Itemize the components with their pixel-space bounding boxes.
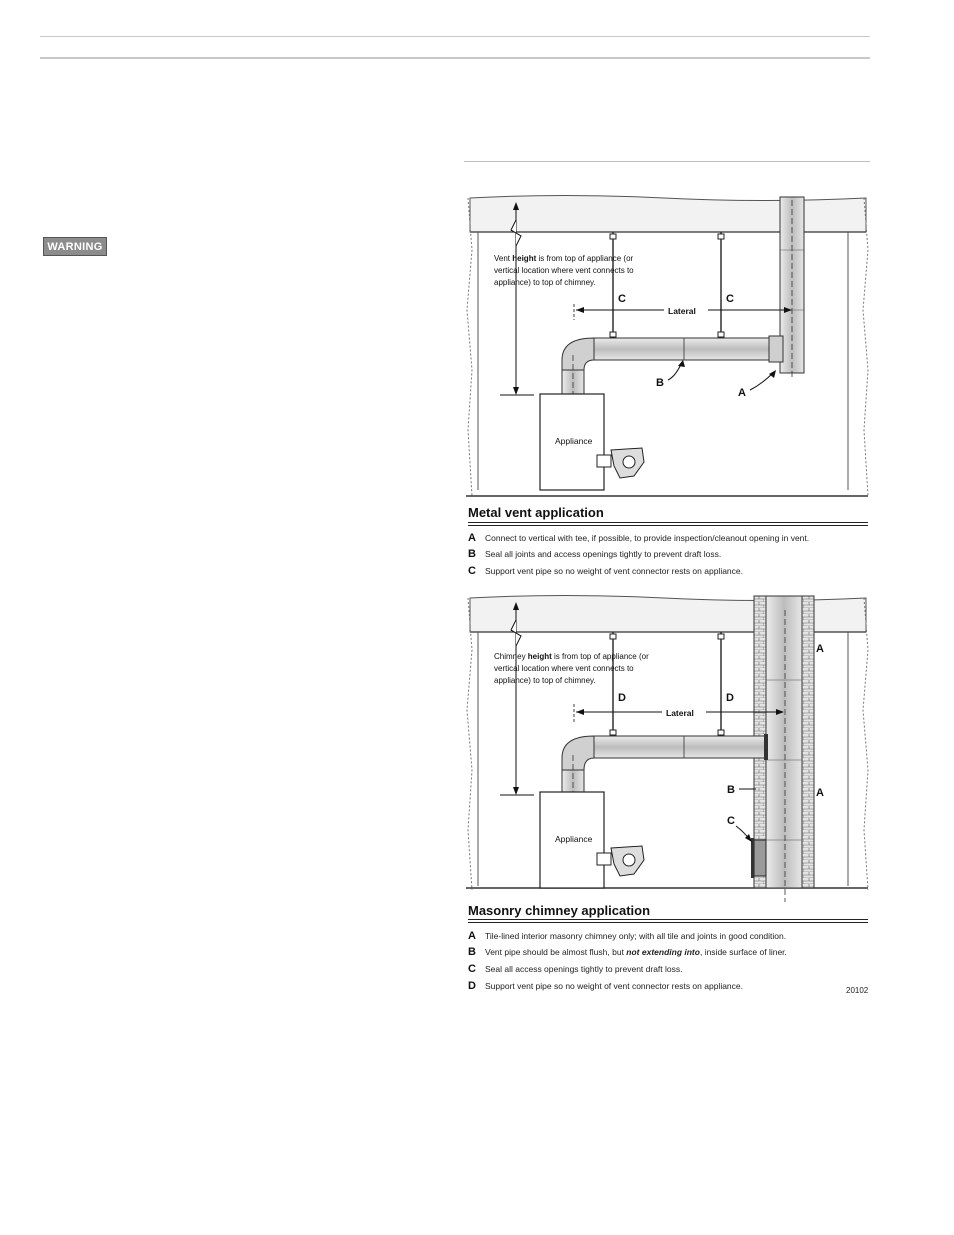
- height-note-2: Chimney height is from top of appliance …: [494, 652, 651, 685]
- right-wall: [862, 197, 869, 497]
- masonry-title-rule-2: [468, 922, 868, 923]
- support-hanger-4: [717, 632, 725, 736]
- appliance-label-1: Appliance: [555, 436, 593, 446]
- callout-a-3: A: [816, 787, 824, 799]
- lateral-vent-pipe-2: [593, 735, 767, 759]
- ceiling: [469, 195, 867, 233]
- callout-c-1: C: [618, 293, 626, 305]
- appliance-label-2: Appliance: [555, 834, 593, 844]
- callout-a-2: A: [816, 643, 824, 655]
- callout-d-2: D: [726, 692, 734, 704]
- metal-vent-title-rule: [468, 522, 868, 523]
- column-rule: [464, 161, 870, 162]
- metal-vent-diagram: Lateral Appliance Vent height is from to…: [466, 195, 869, 497]
- callout-c-2: C: [726, 293, 734, 305]
- appliance-box-2: [539, 791, 605, 889]
- callout-c-3: C: [727, 815, 735, 827]
- figure-id: 20102: [846, 986, 869, 995]
- metal-vent-title: Metal vent application: [468, 505, 604, 520]
- masonry-chimney-title: Masonry chimney application: [468, 903, 651, 918]
- callout-d-1: D: [618, 692, 626, 704]
- masonry-chimney-diagram: Lateral Appliance Chimney height is from…: [466, 595, 869, 902]
- height-note-1: Vent height is from top of appliance (or…: [494, 254, 636, 287]
- header-rule-top: [40, 36, 870, 37]
- burner-icon-2: [596, 845, 645, 877]
- support-hanger-3: [609, 632, 617, 736]
- lateral-label: Lateral: [668, 306, 696, 316]
- support-hanger-2: [717, 232, 725, 338]
- lateral-label-2: Lateral: [666, 708, 694, 718]
- burner-icon: [596, 447, 645, 479]
- tee-connection: [768, 335, 784, 363]
- elbow: [561, 337, 595, 371]
- callout-a-1: A: [738, 387, 746, 399]
- callout-b-2: B: [727, 784, 735, 796]
- chimney-liner: [765, 595, 803, 889]
- cleanout-door: [753, 839, 767, 877]
- elbow-2: [561, 735, 595, 771]
- lateral-vent-pipe: [593, 337, 781, 361]
- callout-b-1: B: [656, 377, 664, 389]
- metal-vent-title-rule-2: [468, 525, 868, 526]
- appliance-box: [539, 393, 605, 491]
- left-wall: [466, 197, 473, 497]
- warning-badge: WARNING: [43, 237, 107, 256]
- support-hanger-1: [609, 232, 617, 338]
- masonry-title-rule: [468, 919, 868, 920]
- header-rule-bottom: [40, 57, 870, 59]
